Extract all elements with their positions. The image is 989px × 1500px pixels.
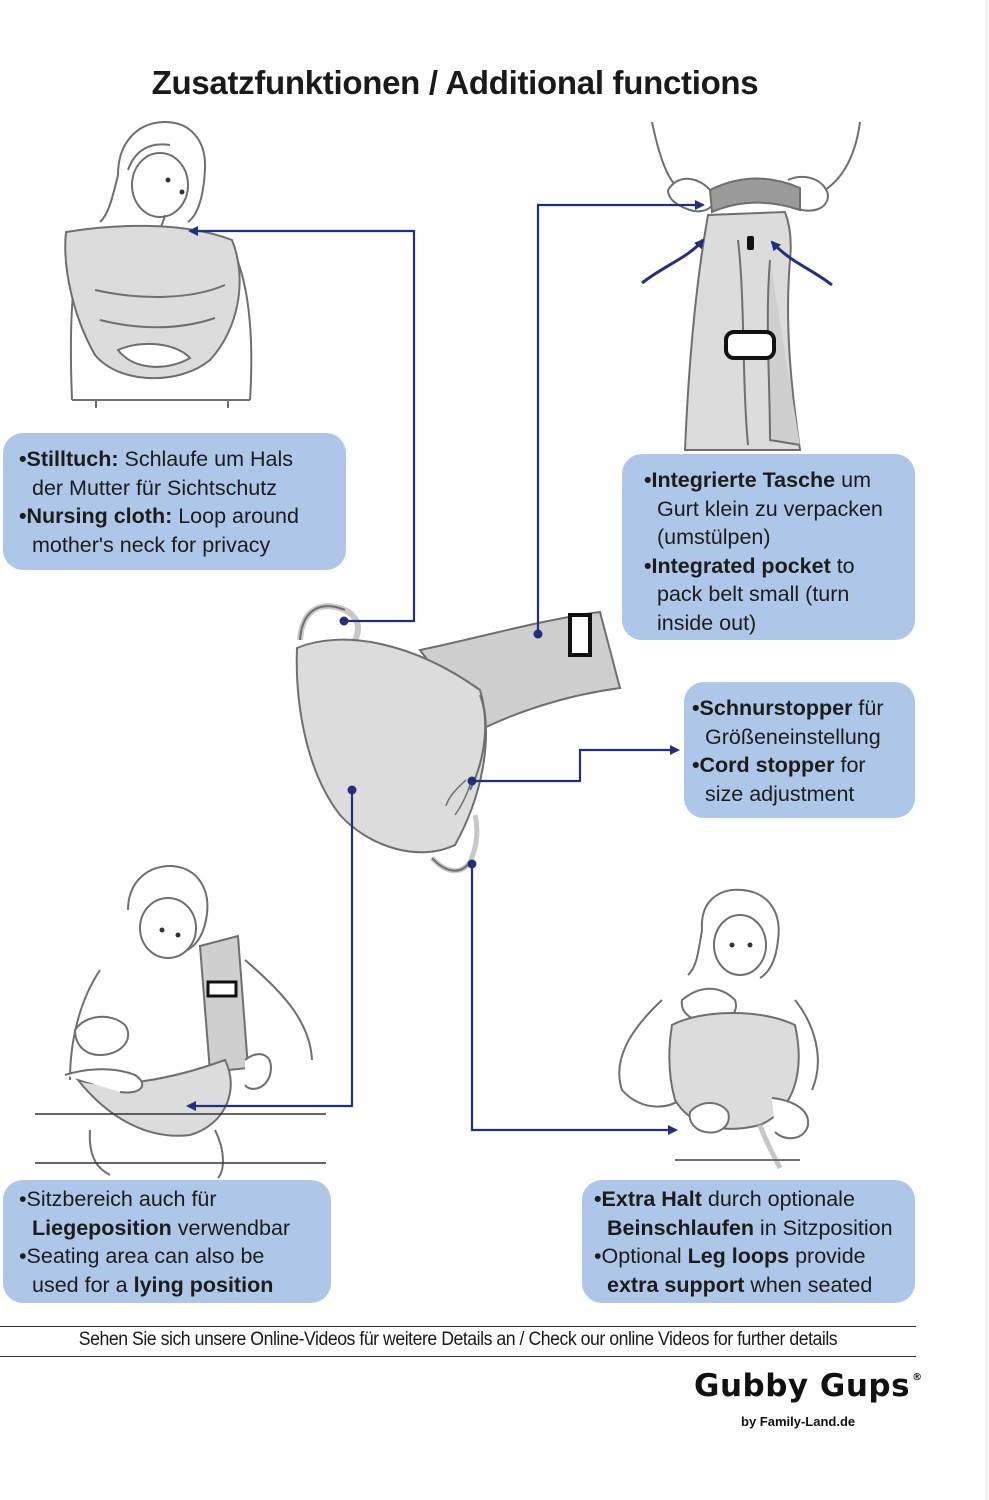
- legloops-de-bold-2: Beinschlaufen: [607, 1215, 754, 1240]
- cord-de-text: für: [852, 696, 884, 720]
- cord-en-text: for: [834, 753, 866, 777]
- footer-rule-top: [0, 1326, 916, 1327]
- pocket-folding-illustration: [651, 121, 861, 451]
- footer-note: Sehen Sie sich unsere Online-Videos für …: [78, 1329, 838, 1350]
- pocket-en-line3: inside out): [657, 610, 757, 635]
- pocket-de-line2: Gurt klein zu verpacken: [657, 496, 883, 521]
- leg-loops-illustration: [618, 888, 819, 1170]
- pocket-en-line2: pack belt small (turn: [657, 582, 850, 606]
- brand-tagline: by Family-Land.de: [741, 1414, 856, 1429]
- nursing-en-text: Loop around: [172, 504, 299, 528]
- callout-nursing-cloth: •Stilltuch: Schlaufe um Hals der Mutter …: [3, 433, 346, 570]
- legloops-de-bold: •Extra Halt: [594, 1187, 702, 1211]
- page-title: Zusatzfunktionen / Additional functions: [151, 64, 759, 101]
- nursing-en-bold: •Nursing cloth:: [19, 504, 173, 528]
- nursing-de-text: Schlaufe um Hals: [118, 447, 293, 471]
- page-edge: [985, 0, 989, 1500]
- legloops-en-text: provide: [789, 1244, 866, 1268]
- brand-name: Gubby Gups: [694, 1368, 911, 1404]
- inside-out-arrows: [641, 238, 833, 287]
- seating-de-text: verwendbar: [171, 1215, 291, 1240]
- registered-mark: ®: [912, 1372, 923, 1383]
- callout-cord-stopper: •Schnurstopper für Größeneinstellung •Co…: [684, 682, 915, 818]
- seating-de-line1: •Sitzbereich auch für: [19, 1187, 217, 1211]
- callout-leg-loops: •Extra Halt durch optionale Beinschlaufe…: [582, 1180, 915, 1303]
- callout-seating-area: •Sitzbereich auch für Liegeposition verw…: [3, 1180, 331, 1303]
- cord-de-line2: Größeneinstellung: [705, 724, 881, 749]
- legloops-de-text: durch optionale: [701, 1187, 855, 1211]
- connector-lines: [186, 200, 705, 1135]
- pocket-en-bold: •Integrated pocket: [644, 553, 831, 578]
- footer-rule-bottom: [0, 1356, 916, 1357]
- seating-en-line1: •Seating area can also be: [19, 1244, 265, 1268]
- connector-dots: [339, 616, 543, 869]
- legloops-en-prefix: •Optional: [594, 1244, 688, 1268]
- cord-en-line2: size adjustment: [705, 781, 855, 806]
- nursing-de-bold: •Stilltuch:: [19, 447, 119, 471]
- bench-lines: [35, 1113, 326, 1164]
- pocket-de-bold: •Integrierte Tasche: [644, 468, 836, 492]
- cord-en-bold: •Cord stopper: [692, 753, 835, 777]
- seating-de-bold: Liegeposition: [32, 1215, 172, 1240]
- seating-en-bold: lying position: [133, 1272, 274, 1297]
- nursing-en-line2: mother's neck for privacy: [32, 532, 271, 557]
- brand-logo: Gubby Gups®: [694, 1368, 923, 1404]
- pocket-de-line3: (umstülpen): [657, 525, 771, 549]
- legloops-en-bold-2: extra support: [607, 1272, 745, 1297]
- nursing-mother-illustration: [64, 120, 253, 408]
- callout-integrated-pocket: •Integrierte Tasche um Gurt klein zu ver…: [622, 454, 915, 640]
- lying-position-illustration: [64, 864, 313, 1179]
- seating-en-text: used for a: [32, 1272, 134, 1297]
- cord-de-bold: •Schnurstopper: [692, 696, 853, 720]
- pocket-en-text: to: [830, 553, 855, 578]
- nursing-de-line2: der Mutter für Sichtschutz: [32, 475, 277, 500]
- legloops-en-bold: Leg loops: [687, 1244, 790, 1268]
- legloops-en-text-2: when seated: [744, 1272, 873, 1297]
- pocket-de-text: um: [835, 468, 871, 492]
- legloops-de-text-2: in Sitzposition: [753, 1215, 893, 1240]
- sling-carrier-illustration: [295, 603, 622, 874]
